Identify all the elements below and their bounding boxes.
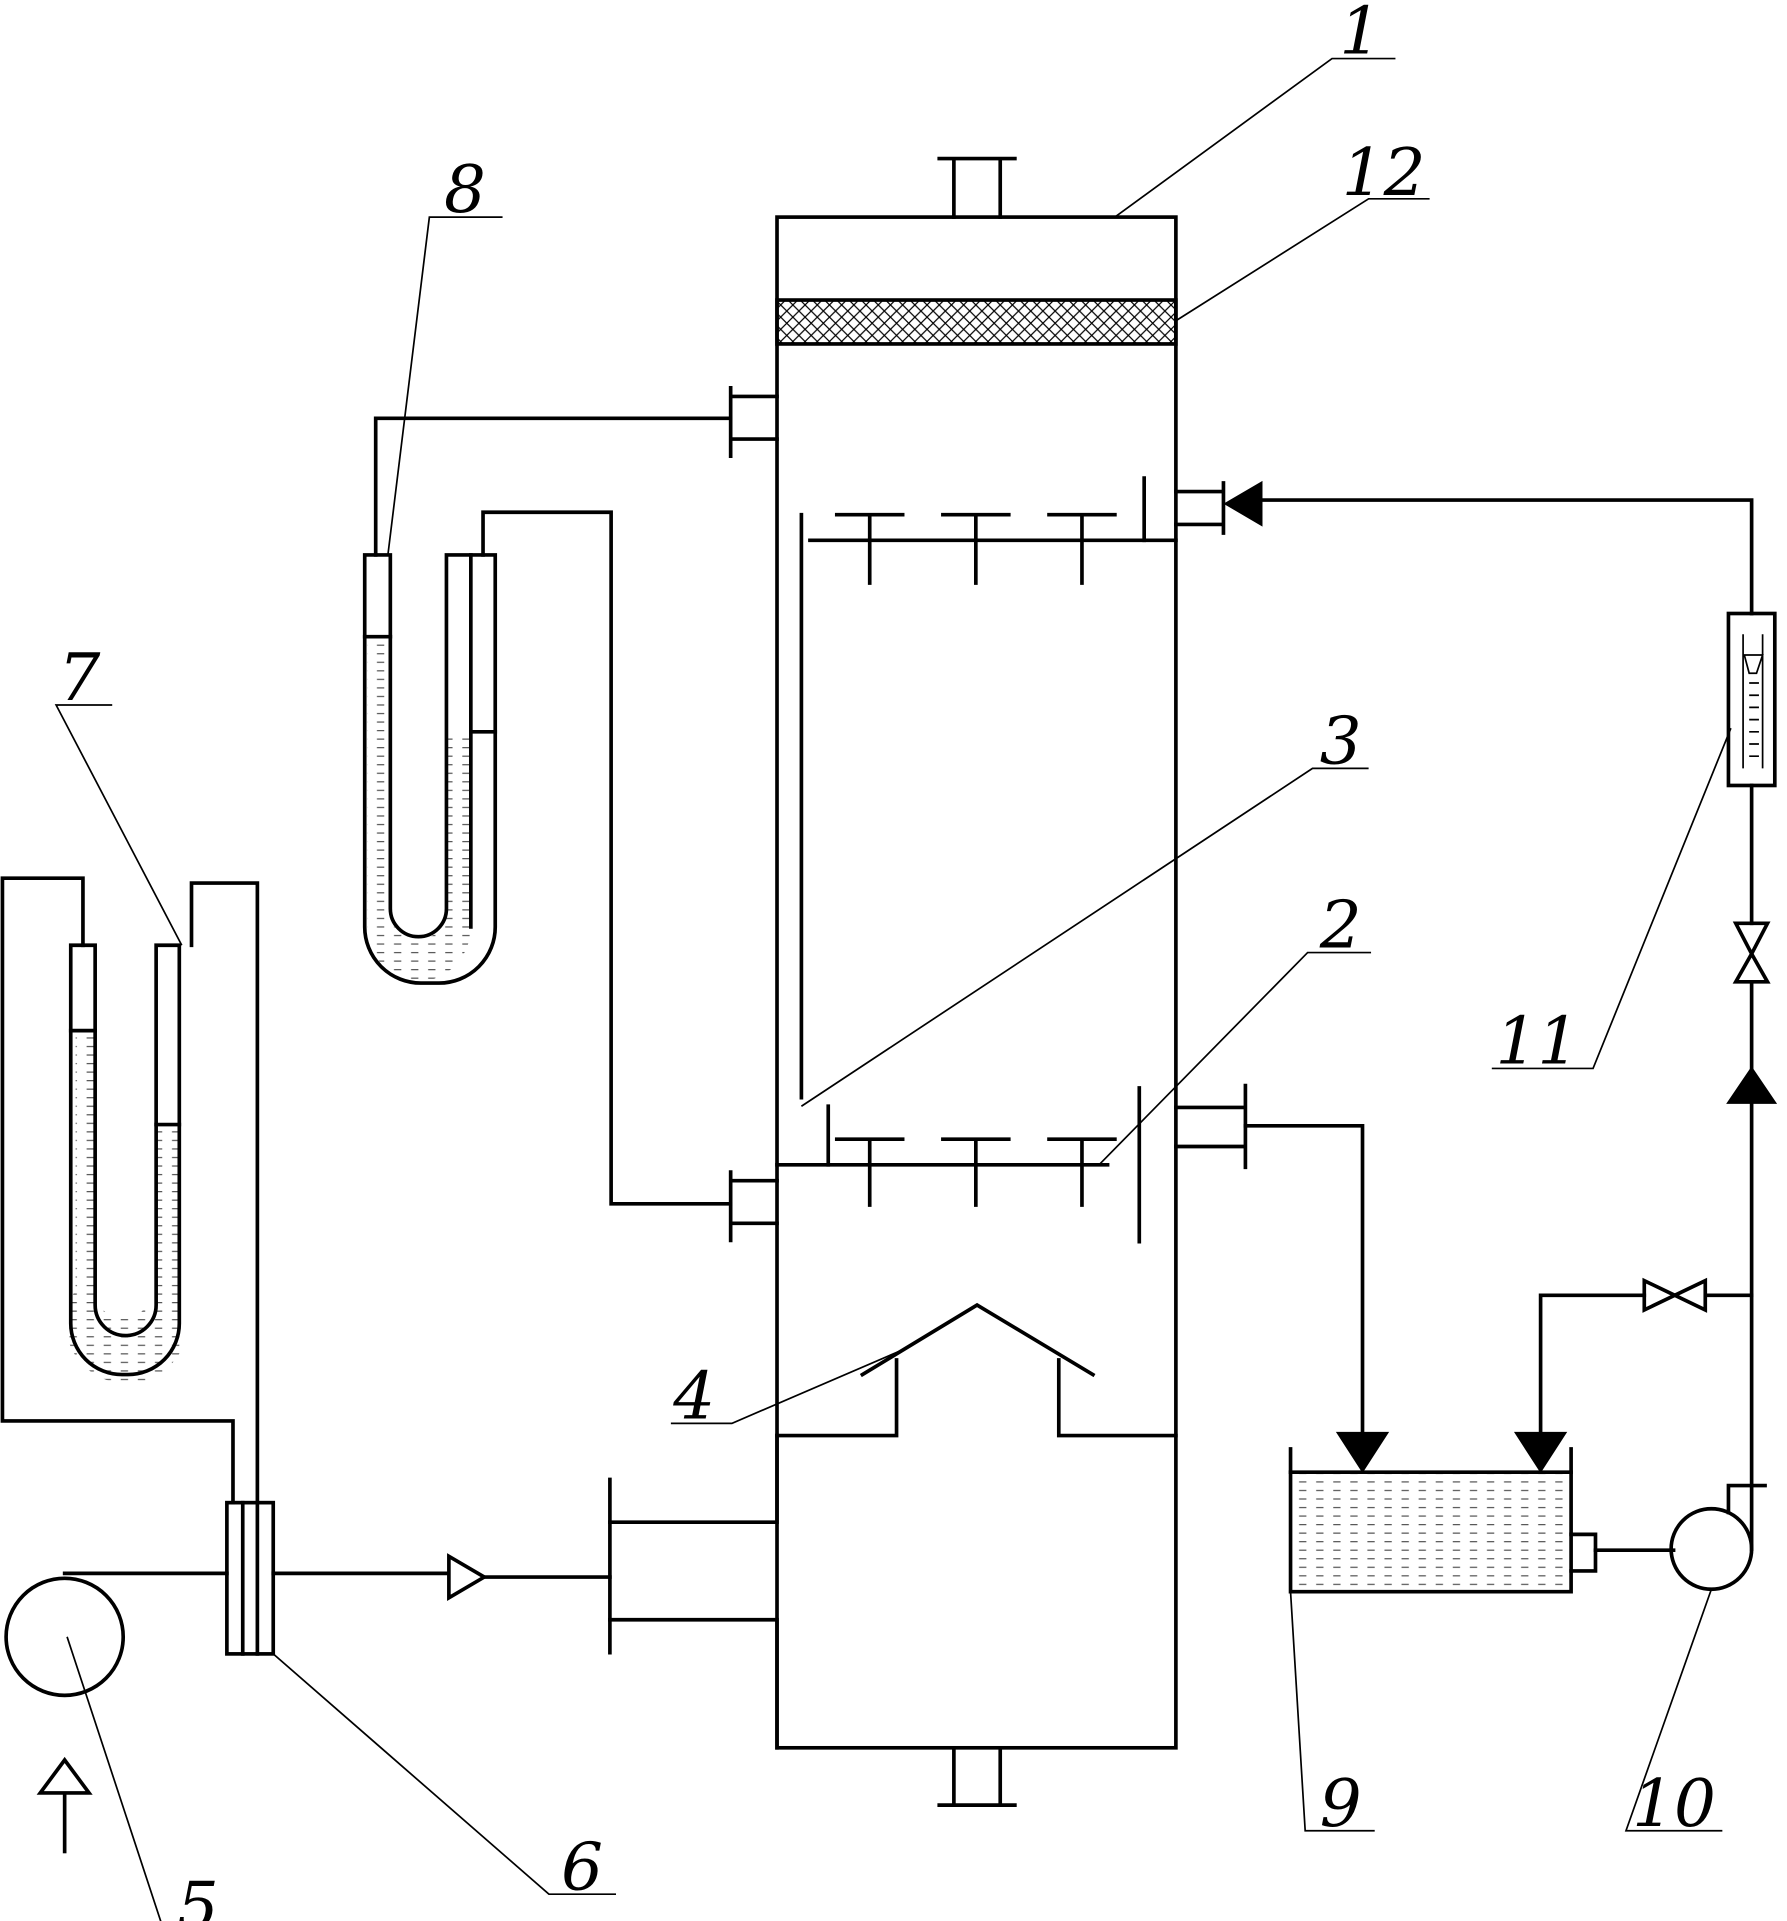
liquid-tank	[1288, 1447, 1676, 1594]
flow-arrow-icon	[1223, 480, 1263, 527]
upper-pressure-tap	[728, 386, 779, 458]
lower-tray	[775, 1086, 1142, 1244]
flow-arrow-icon	[1513, 1431, 1568, 1474]
label-4: 4	[672, 1357, 715, 1434]
flow-arrow-icon	[1335, 1431, 1390, 1474]
pump	[1669, 1483, 1767, 1592]
gas-line	[4, 1553, 612, 1854]
label-3: 3	[1320, 703, 1362, 780]
orifice-flowmeter	[225, 1500, 276, 1656]
callout-labels: 1 12 8 7 3 2 11 4 9 10 6 5	[59, 0, 1716, 1921]
flow-arrow-icon	[36, 1756, 93, 1795]
label-1: 1	[1339, 0, 1381, 70]
label-12: 12	[1342, 134, 1426, 211]
liquid-outlet-nozzle	[1174, 1083, 1248, 1170]
label-10: 10	[1632, 1765, 1716, 1842]
label-5: 5	[177, 1867, 219, 1921]
bypass-line	[1513, 1277, 1754, 1474]
manometer-7	[0, 876, 260, 1505]
label-6: 6	[561, 1828, 603, 1905]
gas-distributor	[775, 1302, 1178, 1438]
liquid-inlet-nozzle	[1174, 480, 1263, 535]
flow-arrow-icon	[1726, 1066, 1778, 1104]
valve-icon	[1642, 1277, 1708, 1313]
rotameter-icon	[1726, 611, 1777, 788]
pump-icon	[1669, 1506, 1754, 1592]
blower-icon	[4, 1576, 126, 1698]
label-2: 2	[1319, 887, 1362, 964]
liquid-supply-line	[1259, 498, 1778, 1488]
manometer-8	[362, 416, 733, 1206]
leader-lines	[54, 57, 1732, 1921]
liquid-return-line	[1243, 1123, 1390, 1474]
valve-icon	[1732, 921, 1771, 984]
flow-arrow-icon	[447, 1553, 488, 1601]
absorption-column	[775, 156, 1178, 1807]
label-9: 9	[1320, 1765, 1362, 1842]
upper-tray	[799, 476, 1178, 1100]
gas-inlet	[608, 1433, 779, 1750]
lower-pressure-tap	[728, 1170, 779, 1243]
demister-packing	[775, 298, 1178, 346]
label-8: 8	[444, 151, 486, 228]
label-7: 7	[59, 639, 101, 716]
label-11: 11	[1495, 1003, 1579, 1080]
